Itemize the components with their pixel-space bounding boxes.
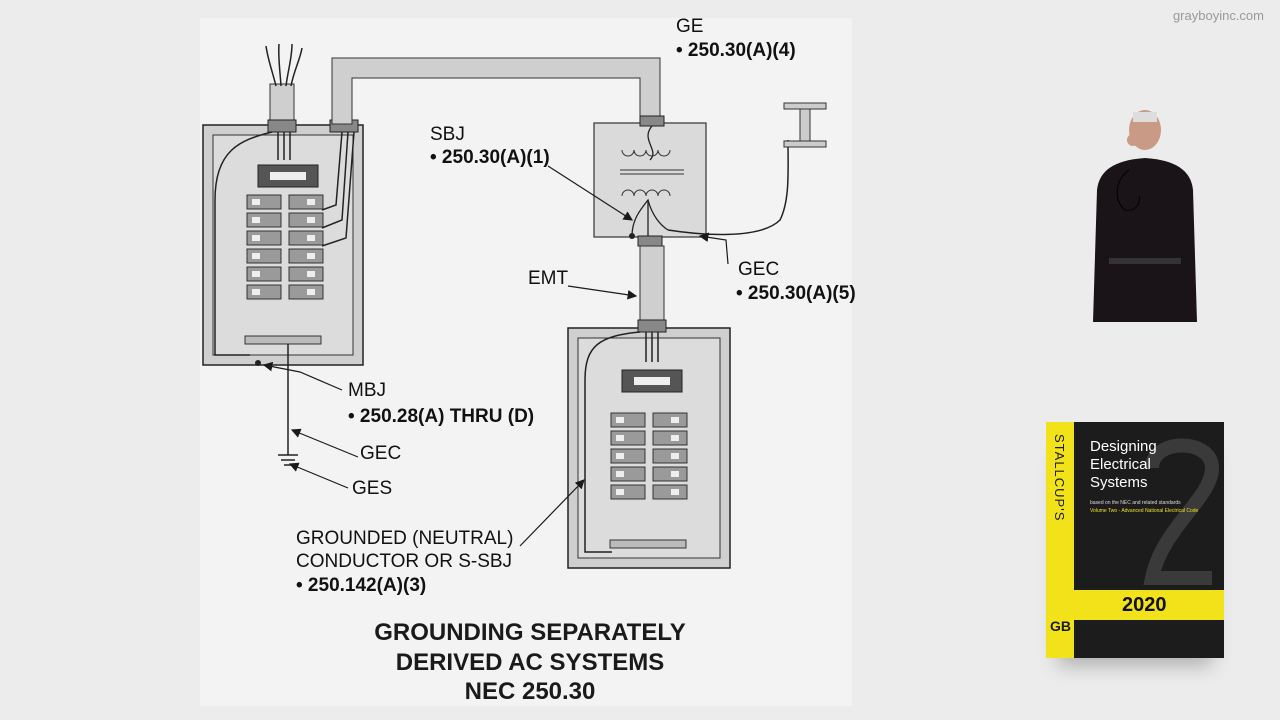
neutral-label-line1: GROUNDED (NEUTRAL): [296, 528, 514, 549]
neutral-label-line2: CONDUCTOR OR S-SBJ: [296, 551, 513, 572]
mbj-reference: • 250.28(A) THRU (D): [348, 406, 535, 427]
book-year-band: [1074, 590, 1224, 620]
book-volume: Volume Two - Advanced National Electrica…: [1090, 508, 1199, 514]
book-number-graphic: [1143, 438, 1220, 585]
ge-reference: • 250.30(A)(4): [676, 40, 796, 61]
service-panel: [202, 43, 364, 466]
sub-panel: [567, 319, 731, 569]
book-title: Designing Electrical Systems: [1090, 438, 1210, 492]
book-spine-text: STALLCUP'S: [1052, 434, 1067, 522]
book-year: 2020: [1122, 594, 1167, 616]
gec-left-label: GEC: [360, 443, 402, 464]
presenter-image: [1093, 110, 1197, 322]
title-line3: NEC 250.30: [464, 678, 596, 705]
ge-label: GE: [676, 16, 704, 37]
neutral-reference: • 250.142(A)(3): [296, 575, 427, 596]
title-line1: GROUNDING SEPARATELY: [374, 619, 686, 646]
transformer: [593, 115, 791, 247]
book-logo: GB: [1050, 618, 1071, 634]
sbj-label: SBJ: [430, 124, 465, 145]
ges-label: GES: [352, 478, 393, 499]
mbj-label: MBJ: [348, 380, 386, 401]
book-subtitle: based on the NEC and related standards: [1090, 500, 1181, 506]
sbj-reference: • 250.30(A)(1): [430, 147, 550, 168]
book-cover: STALLCUP'S GB Designing Electrical Syste…: [1046, 422, 1224, 658]
book-title-line1: Designing: [1090, 438, 1157, 455]
book-spine: [1046, 422, 1074, 658]
gec-right-label: GEC: [738, 259, 780, 280]
watermark: grayboyinc.com: [1172, 8, 1264, 23]
gec-right-reference: • 250.30(A)(5): [736, 283, 856, 304]
emt-label: EMT: [528, 268, 569, 289]
book-title-line2: Electrical: [1090, 456, 1151, 473]
building-steel: [783, 102, 827, 148]
book-title-line3: Systems: [1090, 474, 1148, 491]
title-line2: DERIVED AC SYSTEMS: [395, 649, 665, 676]
